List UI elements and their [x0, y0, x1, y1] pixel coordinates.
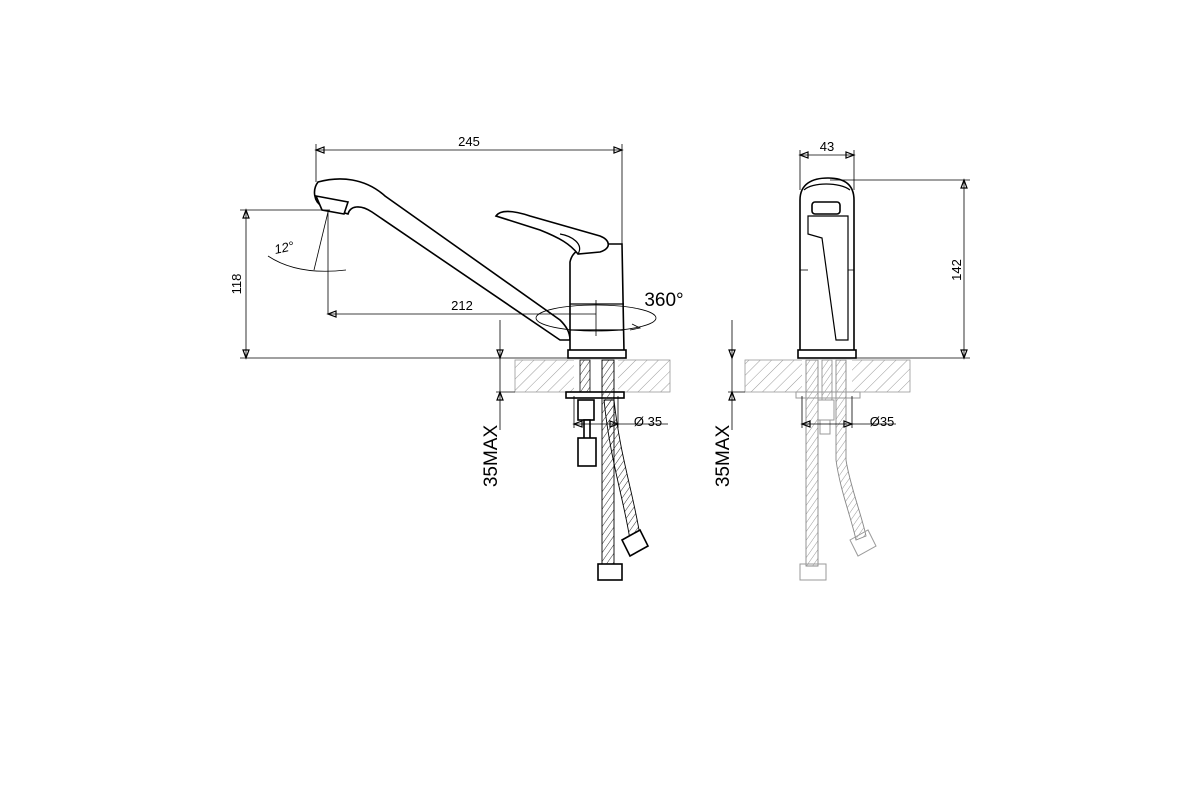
spout-side [313, 178, 571, 341]
hose-main-side [601, 359, 615, 567]
dim-height-label: 118 [229, 274, 244, 295]
dim-length-label: 245 [458, 134, 480, 149]
dim-reach-label: 212 [451, 298, 473, 313]
side-view [240, 144, 671, 581]
lever-handle [494, 210, 610, 255]
dim-angle-label: 12° [273, 238, 295, 257]
faucet-body-side [569, 243, 625, 353]
hose-left-front [805, 359, 819, 567]
hose-right-front [835, 359, 867, 541]
hole-diameter-label-side: Ø 35 [634, 414, 662, 429]
max-thickness-label-side: 35MAX [481, 425, 502, 488]
mounting-stud [579, 359, 591, 395]
faucet-body-front [799, 177, 855, 353]
dim-total-height-label: 142 [949, 259, 964, 281]
dim-width-label: 43 [820, 139, 834, 154]
front-view [728, 150, 970, 581]
aerator [314, 194, 350, 215]
hole-diameter-label-front: Ø35 [870, 414, 895, 429]
rotation-label: 360° [644, 290, 683, 311]
max-thickness-label-front: 35MAX [713, 425, 734, 488]
